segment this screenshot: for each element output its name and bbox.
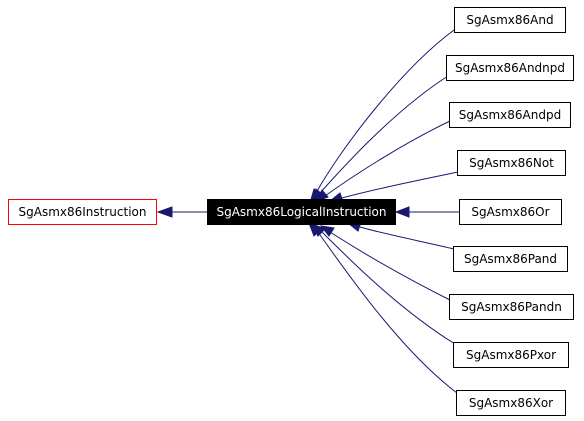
- node-sgasmx86andnpd[interactable]: SgAsmx86Andnpd: [446, 55, 574, 81]
- node-label-pandn: SgAsmx86Pandn: [461, 300, 562, 314]
- node-sgasmx86and[interactable]: SgAsmx86And: [454, 7, 566, 33]
- node-label-pxor: SgAsmx86Pxor: [466, 348, 556, 362]
- edge-not: [341, 171, 459, 199]
- edges: [156, 29, 460, 394]
- node-label-or: SgAsmx86Or: [471, 205, 549, 219]
- node-label-andpd: SgAsmx86Andpd: [459, 108, 561, 122]
- node-label-pand: SgAsmx86Pand: [464, 252, 557, 266]
- node-sgasmx86pxor[interactable]: SgAsmx86Pxor: [453, 342, 569, 368]
- edge-pand: [359, 226, 455, 250]
- edge-pxor: [321, 231, 456, 345]
- node-sgasmx86andpd[interactable]: SgAsmx86Andpd: [449, 102, 571, 128]
- node-sgasmx86logicalinstruction[interactable]: SgAsmx86LogicalInstruction: [207, 199, 396, 225]
- node-sgasmx86not[interactable]: SgAsmx86Not: [457, 150, 566, 176]
- arrowhead-xor: [308, 221, 322, 237]
- node-label-base: SgAsmx86Instruction: [19, 205, 147, 219]
- arrowhead-center-base: [156, 206, 173, 218]
- arrowhead-or: [394, 206, 410, 218]
- node-label-xor: SgAsmx86Xor: [469, 396, 553, 410]
- node-sgasmx86pandn[interactable]: SgAsmx86Pandn: [449, 294, 574, 320]
- node-sgasmx86instruction[interactable]: SgAsmx86Instruction: [8, 199, 157, 225]
- edge-pandn: [329, 231, 451, 301]
- edge-xor: [317, 231, 458, 394]
- edge-and: [315, 29, 455, 194]
- node-label-andnpd: SgAsmx86Andnpd: [455, 61, 565, 75]
- node-label-not: SgAsmx86Not: [469, 156, 554, 170]
- node-sgasmx86or[interactable]: SgAsmx86Or: [459, 199, 562, 225]
- node-label-center: SgAsmx86LogicalInstruction: [216, 205, 386, 219]
- node-sgasmx86xor[interactable]: SgAsmx86Xor: [456, 390, 566, 416]
- node-sgasmx86pand[interactable]: SgAsmx86Pand: [453, 246, 568, 272]
- node-label-and: SgAsmx86And: [466, 13, 553, 27]
- edge-andnpd: [319, 75, 449, 194]
- edge-andpd: [324, 120, 451, 197]
